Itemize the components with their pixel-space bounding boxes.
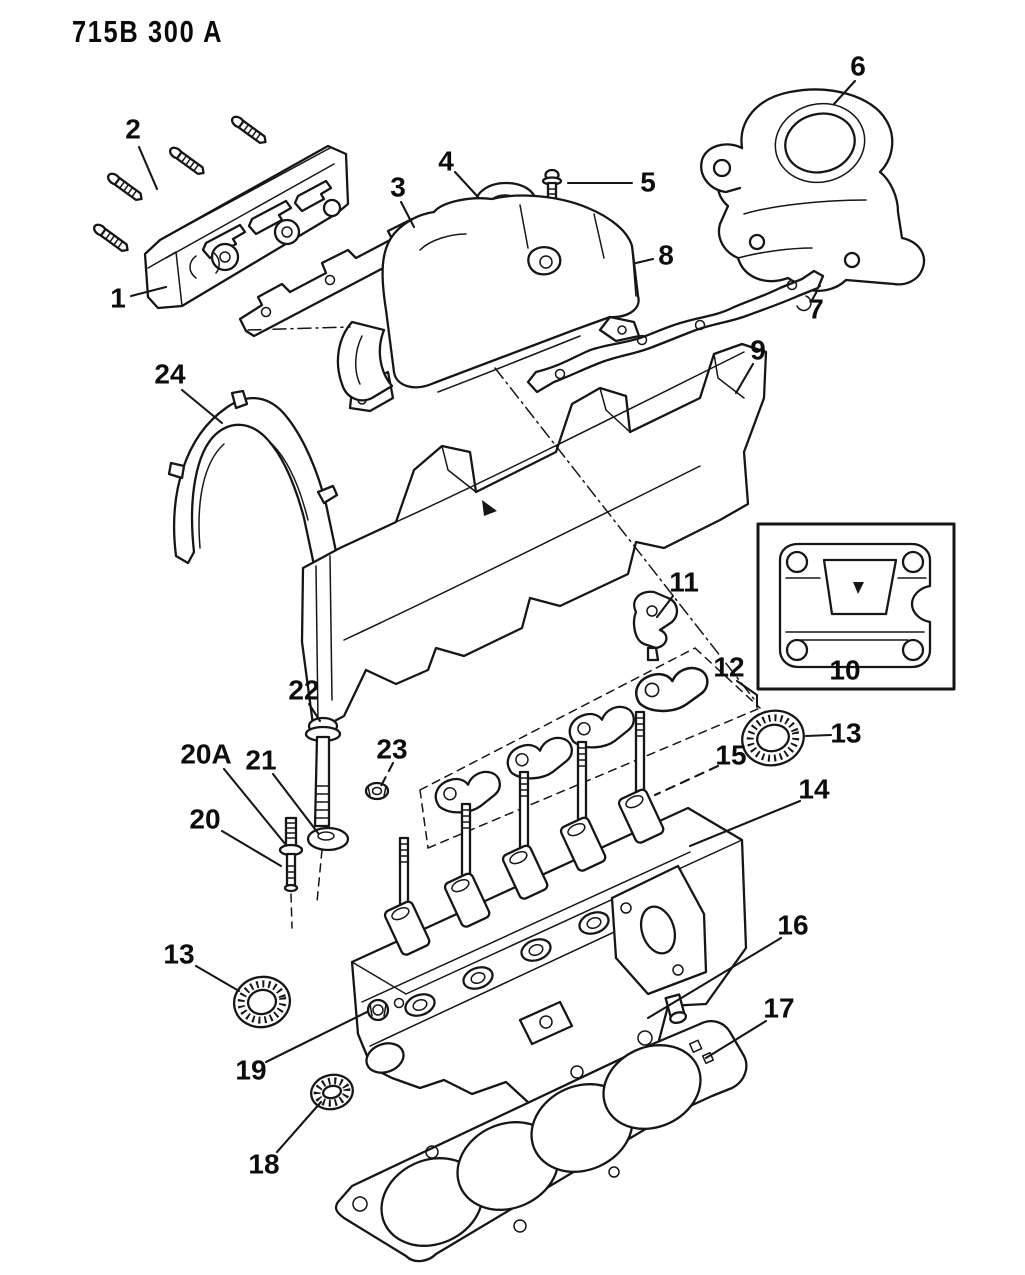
callout-19: 19 <box>235 1054 266 1085</box>
callout-11: 11 <box>669 566 699 597</box>
leader-part-14 <box>688 799 802 848</box>
leader-part-7 <box>810 284 822 302</box>
callout-13: 13 <box>163 938 194 969</box>
leader-part-18 <box>275 1100 323 1154</box>
part-21-washer <box>306 826 350 852</box>
leader-part-16 <box>646 936 783 1020</box>
part-10-inset <box>756 522 956 691</box>
part-13-seal-right <box>741 709 805 767</box>
part-6-mount-bracket <box>700 88 926 292</box>
callout-5: 5 <box>640 166 656 197</box>
callout-20: 20 <box>189 803 220 834</box>
callout-3: 3 <box>390 171 406 202</box>
callout-21: 21 <box>245 744 276 775</box>
part-18-cup-plug <box>310 1073 354 1111</box>
callout-17: 17 <box>763 992 794 1023</box>
callout-20A: 20A <box>180 738 231 769</box>
callout-6: 6 <box>850 50 866 81</box>
leader-part-11 <box>655 594 675 619</box>
callout-14: 14 <box>798 773 830 804</box>
part-8-valve-cover <box>247 194 641 413</box>
callout-9: 9 <box>750 334 766 365</box>
part-2-screws <box>92 115 267 253</box>
callout-22: 22 <box>288 674 319 705</box>
leader-part-22 <box>307 702 322 723</box>
callout-23: 23 <box>376 733 407 764</box>
leader-part-3 <box>399 200 416 229</box>
part-5-bolt <box>541 168 563 206</box>
callout-13: 13 <box>830 717 861 748</box>
leader-part-21 <box>271 772 320 835</box>
callout-7: 7 <box>808 293 824 324</box>
leader-part-8 <box>634 257 655 265</box>
leader-part-19 <box>264 1010 369 1064</box>
leader-part-13 <box>194 964 241 993</box>
part-20-stud <box>278 816 304 929</box>
leader-part-1 <box>129 285 168 298</box>
part-23-nut <box>364 781 390 801</box>
part-17-head-gasket <box>334 1020 748 1263</box>
part-7-gasket-strip <box>526 269 825 394</box>
callout-16: 16 <box>777 909 808 940</box>
leader-part-9 <box>734 362 755 395</box>
part-11-clamp <box>632 590 679 662</box>
leader-part-17 <box>704 1019 768 1060</box>
leader-part-2 <box>137 145 159 191</box>
callout-1: 1 <box>110 282 126 313</box>
callout-4: 4 <box>438 145 454 176</box>
leader-part-13 <box>804 733 833 738</box>
callout-2: 2 <box>125 113 141 144</box>
callout-24: 24 <box>154 358 186 389</box>
leader-part-24 <box>180 388 224 425</box>
part-13-seal-left <box>232 975 292 1029</box>
leader-part-6 <box>832 79 857 106</box>
part-22-bolt <box>304 716 342 903</box>
callout-18: 18 <box>248 1148 279 1179</box>
catalog-code: 715B 300 A <box>72 14 224 49</box>
leader-part-15 <box>653 764 720 797</box>
part-19-nut <box>366 997 405 1022</box>
part-1-carrier-plate <box>143 144 350 310</box>
part-12-rocker-retainers <box>419 647 761 849</box>
part-9-heat-shield <box>300 342 768 734</box>
callout-layer: 123456789101112131415161713181920A202122… <box>110 50 866 1179</box>
leader-part-4 <box>453 170 480 199</box>
callout-8: 8 <box>658 239 674 270</box>
callout-12: 12 <box>713 651 744 682</box>
callout-10: 10 <box>829 654 860 685</box>
leader-part-20A <box>222 767 288 847</box>
callout-15: 15 <box>715 739 746 770</box>
leader-part-20 <box>220 829 283 868</box>
leader-part-23 <box>379 761 395 788</box>
leader-part-12 <box>735 679 759 709</box>
